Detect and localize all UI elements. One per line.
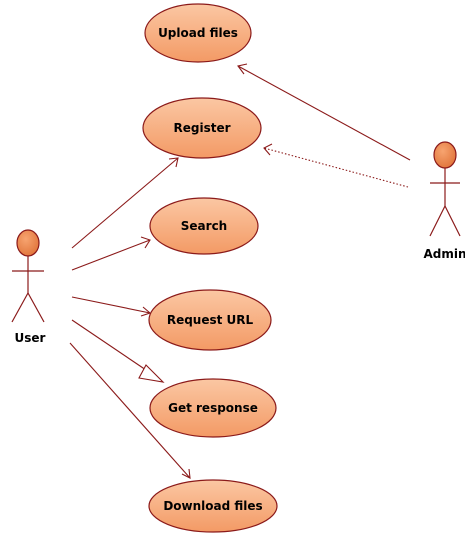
- usecase-download-files-label: Download files: [163, 499, 262, 513]
- usecase-search-label: Search: [181, 219, 227, 233]
- usecase-get-response[interactable]: Get response: [149, 378, 277, 438]
- actor-user-head: [16, 229, 40, 257]
- usecase-register-label: Register: [173, 121, 230, 135]
- user-request-url-association: [71, 296, 152, 317]
- actor-user[interactable]: User: [11, 229, 46, 345]
- usecase-request-url[interactable]: Request URL: [148, 289, 272, 351]
- usecase-download-files[interactable]: Download files: [148, 479, 278, 533]
- actor-admin-label: Admin: [423, 247, 465, 261]
- usecase-request-url-label: Request URL: [167, 313, 254, 327]
- actor-admin-head: [433, 141, 457, 169]
- usecase-get-response-label: Get response: [168, 401, 258, 415]
- user-download-association: [69, 342, 191, 479]
- usecase-upload-files-label: Upload files: [158, 26, 238, 40]
- usecase-upload-files[interactable]: Upload files: [144, 3, 252, 63]
- user-get-response-association: [71, 319, 165, 383]
- actor-user-body: [11, 256, 45, 323]
- admin-register-association: [263, 143, 409, 188]
- user-search-association: [71, 236, 151, 271]
- actor-user-label: User: [15, 331, 46, 345]
- actor-admin[interactable]: Admin: [423, 141, 465, 261]
- actor-admin-body: [429, 168, 461, 237]
- usecase-search[interactable]: Search: [149, 197, 259, 255]
- usecase-register[interactable]: Register: [142, 97, 262, 159]
- admin-upload-association: [237, 63, 411, 161]
- user-register-association: [71, 157, 179, 249]
